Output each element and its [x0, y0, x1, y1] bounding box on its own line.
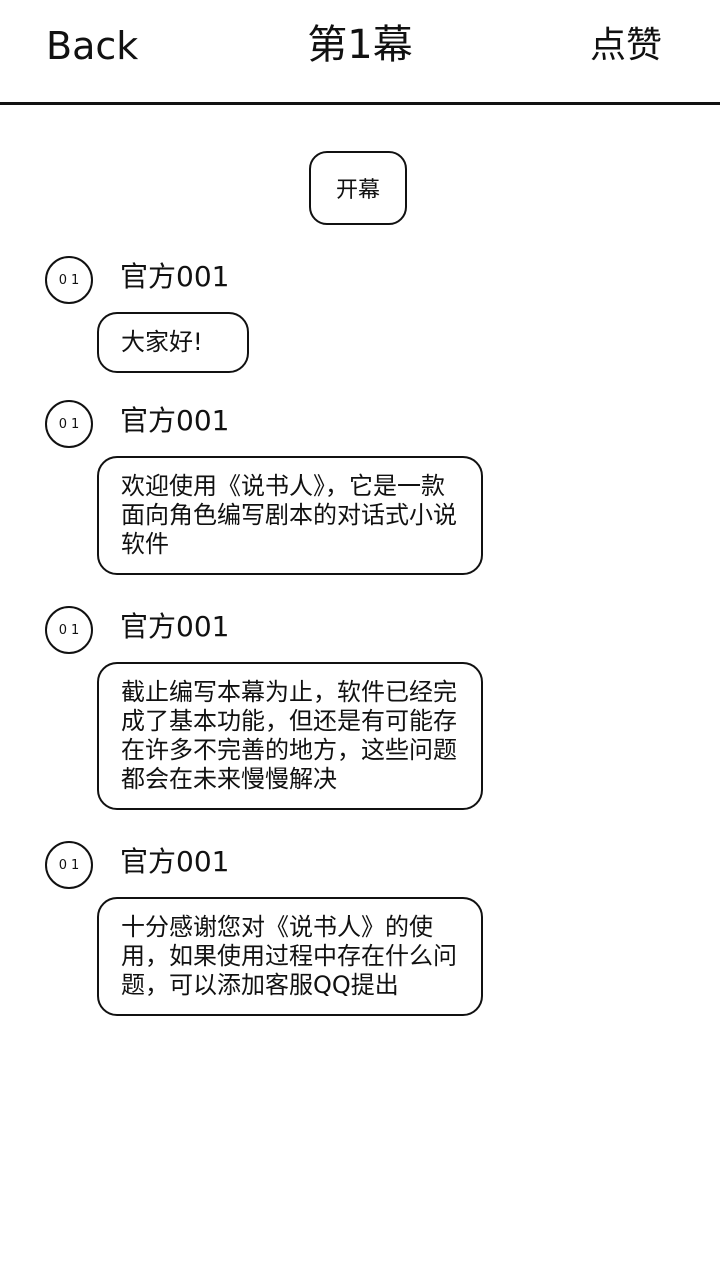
back-button[interactable]: Back: [46, 24, 139, 68]
header-bar: Back 第1幕 点赞: [0, 0, 720, 105]
author-name: 官方001: [120, 260, 230, 293]
message-bubble: 欢迎使用《说书人》，它是一款面向角色编写剧本的对话式小说软件: [97, 456, 483, 575]
message-bubble: 截止编写本幕为止，软件已经完成了基本功能，但还是有可能存在许多不完善的地方，这些…: [97, 662, 483, 810]
author-name: 官方001: [120, 610, 230, 643]
message-bubble: 十分感谢您对《说书人》的使用，如果使用过程中存在什么问题，可以添加客服QQ提出: [97, 897, 483, 1016]
avatar[interactable]: 01: [45, 256, 93, 304]
avatar[interactable]: 01: [45, 841, 93, 889]
scene-start-marker: 开幕: [309, 151, 407, 225]
author-name: 官方001: [120, 845, 230, 878]
message-bubble: 大家好!: [97, 312, 249, 373]
like-button[interactable]: 点赞: [589, 25, 662, 66]
avatar[interactable]: 01: [45, 606, 93, 654]
avatar[interactable]: 01: [45, 400, 93, 448]
author-name: 官方001: [120, 404, 230, 437]
